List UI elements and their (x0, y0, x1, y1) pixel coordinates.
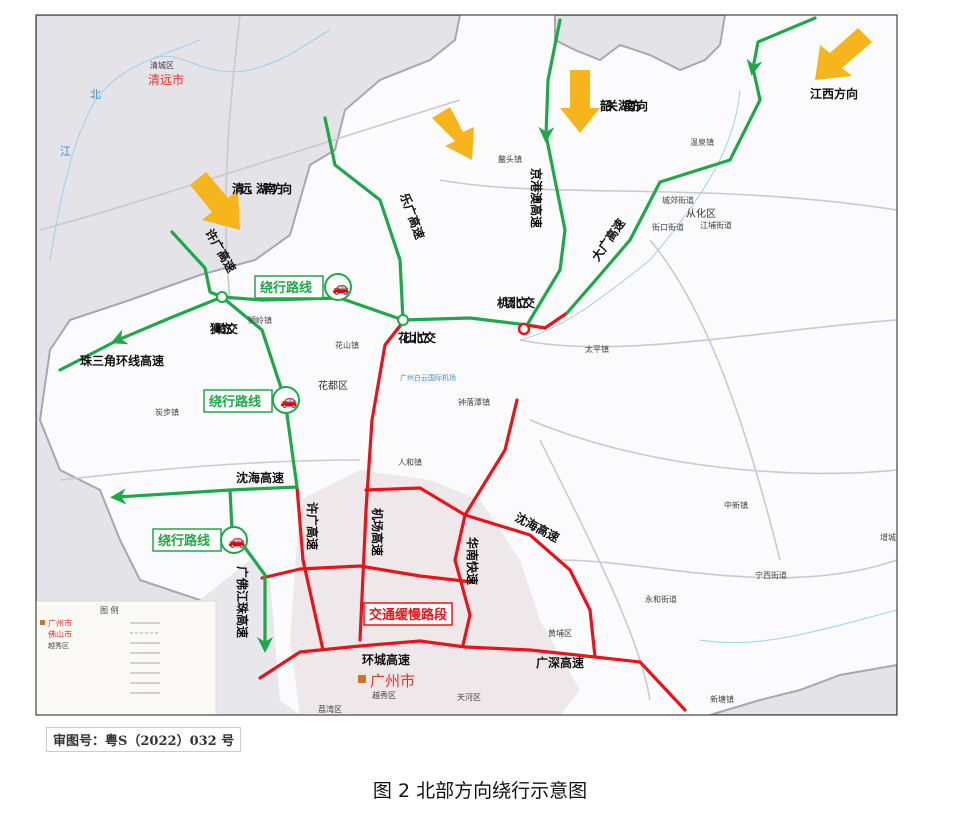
detour-label-text: 绕行路线 (209, 394, 261, 410)
legend-item: 越秀区 (48, 641, 69, 650)
map-frame (35, 14, 898, 716)
label-airport-north-interchange: 机场北立交 (497, 295, 535, 310)
place-huangpu: 黄埔区 (548, 628, 572, 638)
label-huashan-north-interchange: 花山北立交 (398, 330, 436, 345)
place-aotou: 鳌头镇 (498, 154, 522, 164)
detour-label-text: 绕行路线 (260, 280, 312, 296)
label-pearl-ring: 珠三角环线高速 (80, 353, 164, 368)
place-huadu: 花都区 (318, 379, 348, 392)
label-xuguang-south: 许广高速 (305, 502, 320, 550)
place-zhongxin: 中新镇 (724, 500, 748, 510)
place-zhongluotan: 钟落潭镇 (458, 397, 490, 407)
car-icon: 🚗 (280, 393, 297, 409)
urban-area (290, 470, 580, 715)
label-huanan: 华南快速 (465, 537, 480, 585)
label-ring-expressway: 环城高速 (362, 652, 410, 667)
congested-roads (258, 311, 687, 712)
detour-roads (58, 16, 817, 653)
label-shiling-interchange: 狮岭立交 (209, 321, 238, 336)
car-icon: 🚗 (228, 533, 245, 549)
shiling-interchange-marker (216, 291, 228, 303)
legend-item: 广州市 (48, 618, 72, 628)
place-wenquan: 温泉镇 (690, 137, 714, 147)
congestion-label-text: 交通缓慢路段 (369, 607, 447, 623)
place-jiangpu: 江埔街道 (700, 220, 732, 230)
place-chengjiao: 城郊街道 (662, 195, 694, 205)
place-zengcheng: 增城 (880, 532, 896, 542)
place-guangzhou-city: 广州市 (370, 672, 415, 690)
place-liwan: 荔湾区 (318, 704, 342, 714)
car-icon: 🚗 (332, 280, 349, 296)
place-yonghe: 永和街道 (645, 594, 677, 604)
direction-jiangxi: 江西方向 (810, 86, 858, 101)
place-qingyuan-city: 清远市 (148, 72, 184, 87)
direction-shaoguan: 韶关、湖南方向 (600, 98, 648, 113)
airport-north-interchange-marker (517, 322, 531, 336)
label-guangshen: 广深高速 (536, 655, 584, 670)
direction-arrows (190, 28, 872, 230)
place-tanbu: 炭步镇 (155, 407, 179, 417)
outside-area-north (554, 15, 727, 72)
guangzhou-city-marker (358, 675, 366, 683)
arrow-shaoguan (560, 70, 600, 133)
map-legend: 图 例 广州市 佛山市 越秀区 (36, 600, 217, 715)
place-ningxi: 宁西街道 (755, 570, 787, 580)
place-yuexiu: 越秀区 (372, 690, 396, 700)
place-airport: 广州白云国际机场 (400, 373, 456, 382)
arrow-leguang-north (432, 107, 474, 160)
arrow-qingyuan (190, 172, 240, 230)
river-label-bei: 北 (90, 88, 101, 101)
river (699, 609, 897, 644)
label-guangfo-jiangzhu: 广佛江珠高速 (235, 566, 250, 638)
river (149, 29, 331, 73)
river-label-jiang: 江 (60, 145, 71, 158)
place-jiekou: 街口街道 (652, 222, 684, 232)
arrow-jiangxi (815, 28, 872, 80)
congestion-label: 交通缓慢路段 (363, 602, 453, 626)
liuxi-river (519, 89, 741, 341)
legend-item: 佛山市 (48, 629, 72, 639)
map-approval-number: 审图号：粤S（2022）032 号 (46, 727, 242, 752)
detour-label-1: 🚗 绕行路线 (254, 273, 352, 301)
figure-caption: 图 2 北部方向绕行示意图 (372, 780, 588, 802)
place-conghua: 从化区 (686, 207, 716, 220)
place-shiling-town: 狮岭镇 (248, 315, 272, 325)
minor-roads (39, 15, 897, 701)
place-renhe: 人和镇 (398, 457, 422, 467)
place-qingcheng: 清城区 (150, 60, 174, 70)
detour-label-text: 绕行路线 (158, 533, 210, 549)
huashan-north-interchange-marker (397, 314, 409, 326)
legend-title: 图 例 (100, 605, 119, 615)
place-xintang: 新塘镇 (710, 694, 734, 704)
label-shenhai-west: 沈海高速 (236, 470, 284, 485)
label-jinggangao: 京港澳高速 (529, 168, 544, 228)
outside-area-southeast (709, 663, 897, 715)
place-taiping: 太平镇 (585, 344, 609, 354)
place-huashan: 花山镇 (335, 340, 359, 350)
detour-label-3: 🚗 绕行路线 (152, 526, 248, 554)
place-tianhe: 天河区 (457, 692, 481, 702)
label-airport-expressway: 机场高速 (370, 508, 385, 556)
detour-label-2: 🚗 绕行路线 (203, 386, 300, 414)
direction-qingyuan: 清远、湖南方向 (232, 181, 292, 196)
outside-area-northwest (36, 15, 462, 611)
